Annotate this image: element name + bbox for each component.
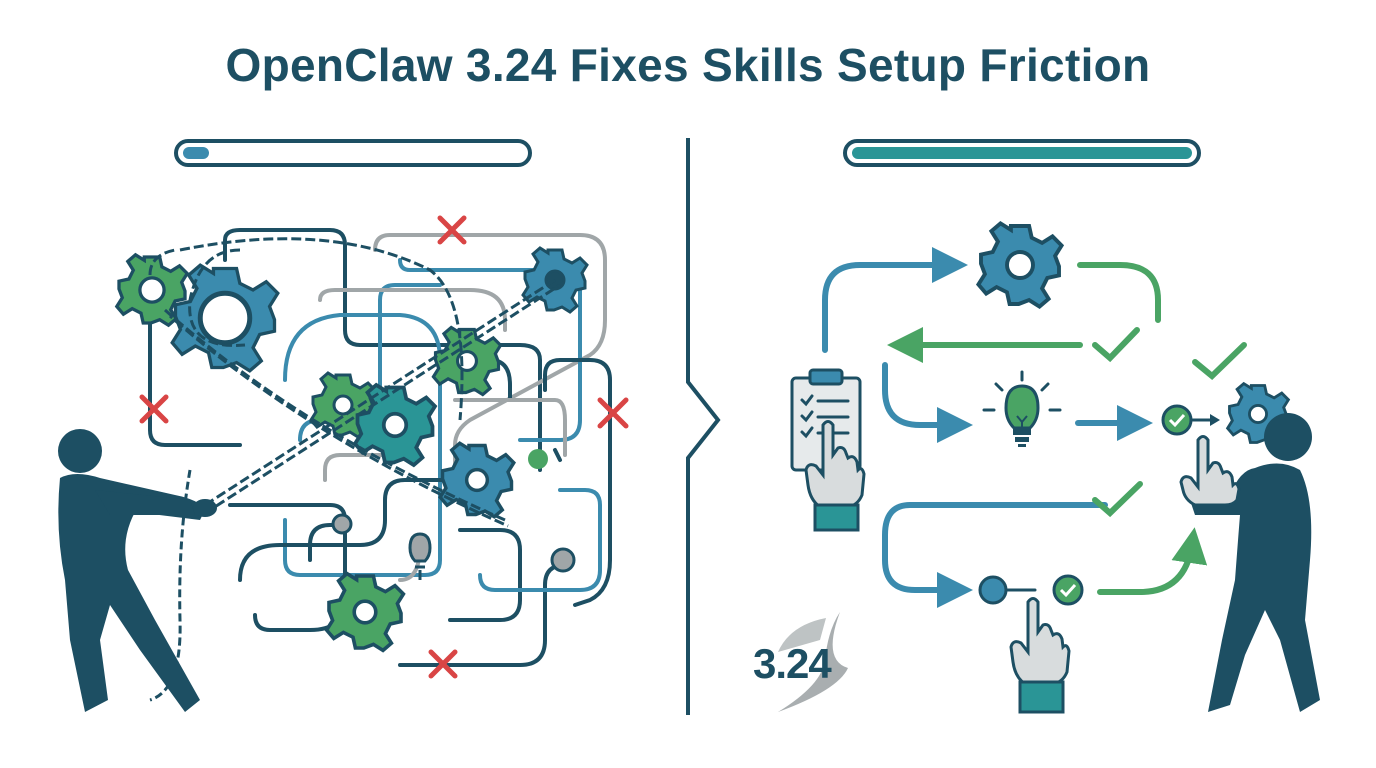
headline-title: OpenClaw 3.24 Fixes Skills Setup Frictio… xyxy=(225,39,1151,91)
gear-icon xyxy=(115,253,189,327)
error-x-icon xyxy=(428,649,458,679)
pointing-hand-icon xyxy=(1009,597,1071,714)
gear-icon xyxy=(353,383,437,467)
confident-person-figure xyxy=(1190,413,1320,712)
gear-icon xyxy=(324,571,406,653)
gear-icon xyxy=(438,441,516,519)
before-progress-bar xyxy=(174,139,532,167)
pointing-hand-icon xyxy=(1179,435,1241,507)
struggling-person-figure xyxy=(58,429,217,712)
node-dot xyxy=(550,547,576,573)
gear-icon xyxy=(1226,382,1290,446)
gear-icon xyxy=(170,263,280,373)
node-dot xyxy=(528,449,548,469)
check-circle-icon xyxy=(1161,404,1193,436)
check-icon xyxy=(1192,342,1247,381)
check-icon xyxy=(1092,327,1140,363)
gear-icon xyxy=(521,246,589,314)
divider-line xyxy=(686,138,721,715)
before-progress-fill xyxy=(183,147,209,159)
pointing-hand-icon xyxy=(804,420,866,532)
after-progress-bar xyxy=(843,139,1201,167)
lightbulb-icon xyxy=(982,370,1062,447)
check-circle-icon xyxy=(1052,574,1084,606)
error-x-icon xyxy=(437,215,467,245)
error-x-icon xyxy=(139,394,169,424)
version-label: 3.24 xyxy=(753,640,832,687)
version-swoosh-icon xyxy=(778,612,848,712)
gear-icon xyxy=(309,371,377,439)
node-dot xyxy=(331,513,353,535)
check-icon xyxy=(1092,481,1143,518)
lightbulb-icon xyxy=(408,532,432,580)
error-x-icon xyxy=(597,397,629,429)
flow-arrows xyxy=(822,247,1212,608)
step-node xyxy=(978,575,1008,605)
gear-icon xyxy=(976,221,1064,309)
after-progress-fill xyxy=(852,147,1192,159)
